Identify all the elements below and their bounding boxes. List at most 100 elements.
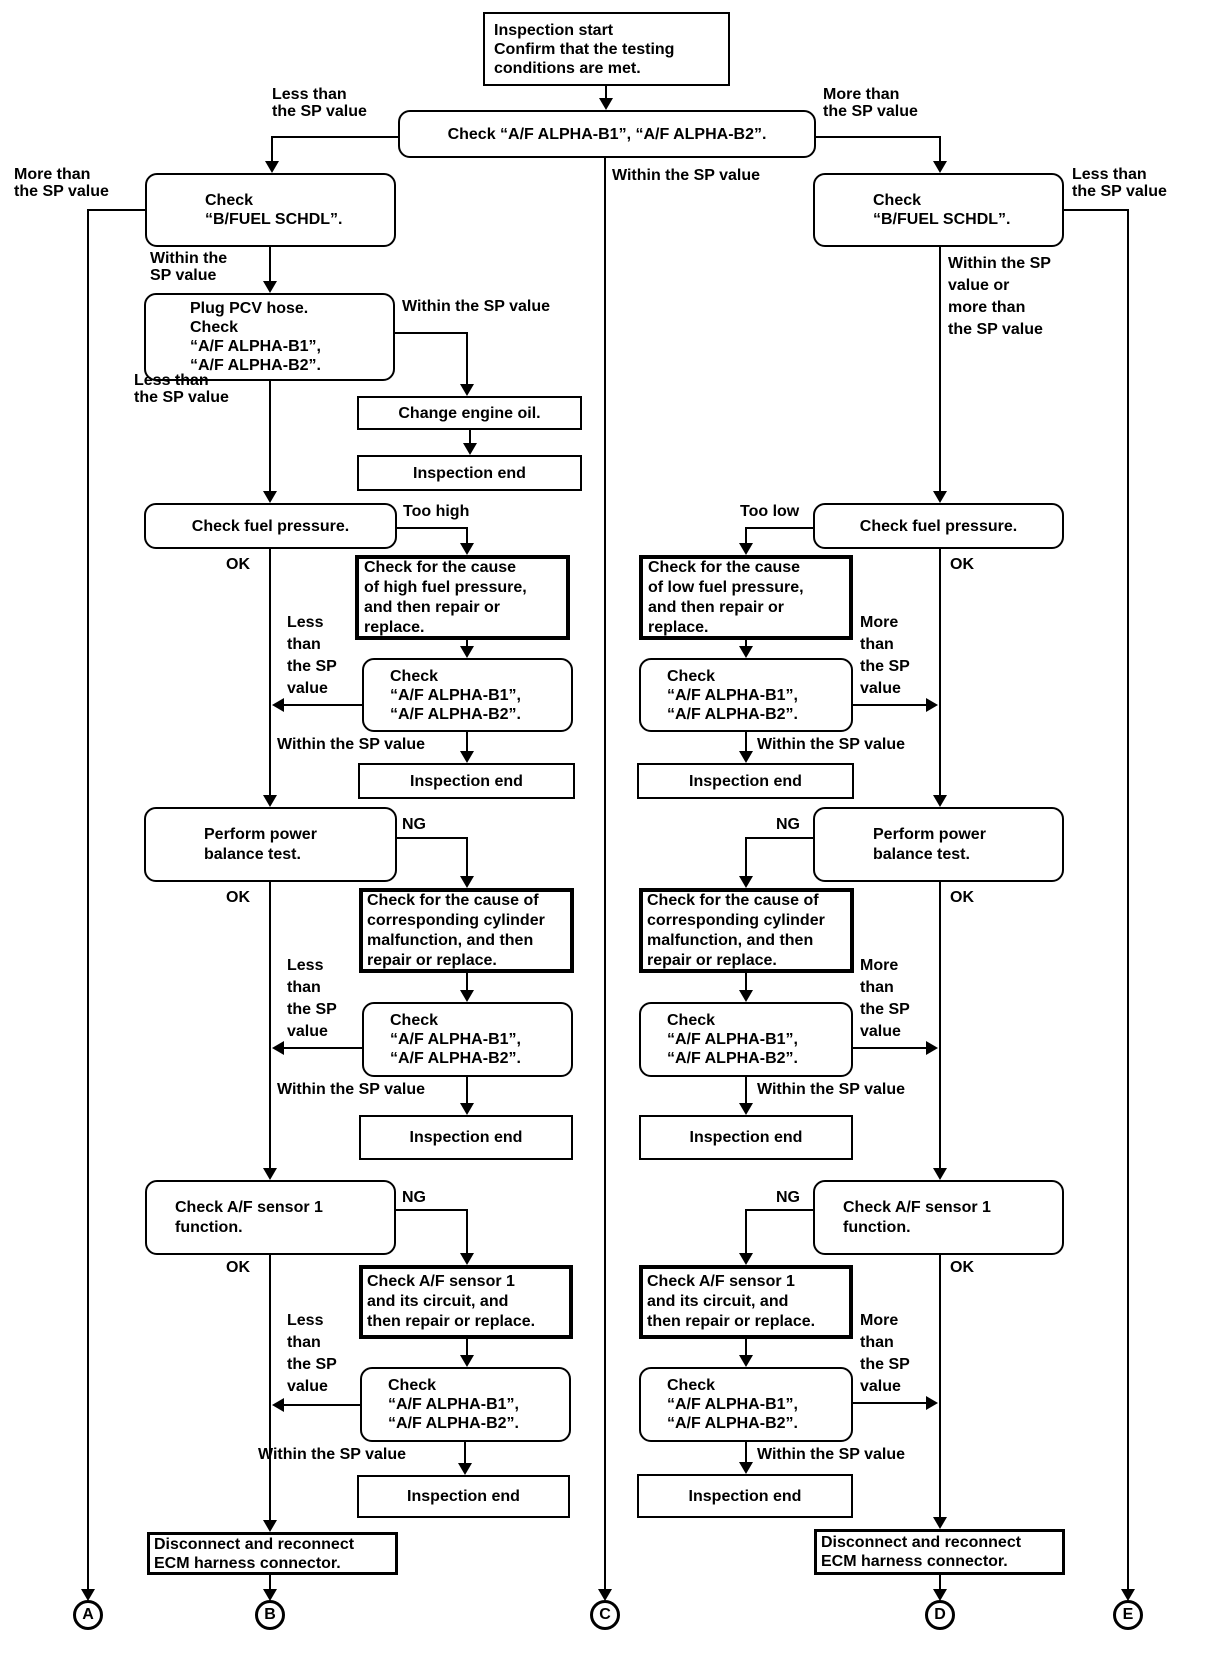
arrow-down-icon: [263, 1589, 277, 1601]
label-within-sp-power-right: Within the SP value: [757, 1081, 906, 1098]
connector-line: [853, 704, 928, 706]
connector-line: [466, 332, 468, 384]
connector-line: [271, 136, 273, 163]
node-check-fuel-pressure-left: Check fuel pressure.: [144, 503, 397, 549]
text-line: Check: [388, 1377, 437, 1394]
text-line: Perform power: [204, 825, 317, 843]
node-inspection-end-left-4: Inspection end: [357, 1475, 570, 1518]
connector-line: [745, 837, 747, 876]
arrow-right-icon: [926, 1396, 938, 1410]
label-within-center: Within the SP value: [612, 167, 761, 184]
label-within-right-of-pcv: Within the SP value: [402, 298, 551, 315]
text-line: malfunction, and then: [647, 931, 814, 949]
label-within-sp-fuel-left: Within the SP value: [277, 736, 426, 753]
node-disconnect-ecm-left: Disconnect and reconnect ECM harness con…: [147, 1532, 398, 1575]
label-ok-power-right: OK: [950, 889, 974, 906]
node-sensor-circuit-left: Check A/F sensor 1 and its circuit, and …: [359, 1265, 573, 1339]
terminal-a: A: [73, 1600, 103, 1630]
text-line: function.: [175, 1218, 243, 1236]
connector-line: [269, 882, 271, 1168]
text-line: ECM harness connector.: [154, 1554, 341, 1572]
connector-line: [284, 1404, 360, 1406]
node-check-af-alpha-left-2: Check “A/F ALPHA-B1”, “A/F ALPHA-B2”.: [362, 1002, 573, 1077]
arrow-down-icon: [739, 876, 753, 888]
text-line: Disconnect and reconnect: [154, 1535, 355, 1553]
text-line: malfunction, and then: [367, 931, 534, 949]
text-line: corresponding cylinder: [647, 911, 825, 929]
text-line: repair or replace.: [367, 951, 497, 969]
connector-line: [284, 704, 362, 706]
connector-line: [466, 527, 468, 543]
arrow-down-icon: [265, 161, 279, 173]
text-line: Check: [667, 1377, 716, 1394]
connector-line: [745, 640, 747, 646]
terminal-c: C: [590, 1600, 620, 1630]
connector-line: [745, 527, 747, 543]
text-line: Check fuel pressure.: [859, 517, 1018, 535]
text-line: Check: [390, 1012, 439, 1029]
connector-line: [605, 86, 607, 100]
node-check-fuel-pressure-right: Check fuel pressure.: [813, 503, 1064, 549]
node-cause-cylinder-right: Check for the cause of corresponding cyl…: [639, 888, 854, 973]
text-line: Inspection end: [689, 1129, 803, 1146]
connector-line: [469, 430, 471, 443]
text-line: Inspection end: [407, 1488, 520, 1505]
connector-line: [939, 1575, 941, 1589]
connector-line: [466, 1339, 468, 1355]
node-cause-low-fuel-pressure: Check for the cause of low fuel pressure…: [639, 555, 853, 640]
connector-line: [466, 837, 468, 876]
connector-line: [396, 527, 468, 529]
text-line: function.: [843, 1218, 911, 1236]
text-line: and then repair or: [648, 598, 785, 616]
text-line: repair or replace.: [647, 951, 777, 969]
node-inspection-end-right-3: Inspection end: [637, 1474, 853, 1518]
arrow-down-icon: [933, 491, 947, 503]
arrow-down-icon: [463, 443, 477, 455]
label-ng-sensor-left: NG: [402, 1189, 426, 1206]
node-inspection-end-left-1: Inspection end: [357, 455, 582, 491]
arrow-down-icon: [739, 990, 753, 1002]
node-check-af-alpha-left-3: Check “A/F ALPHA-B1”, “A/F ALPHA-B2”.: [360, 1367, 571, 1442]
node-plug-pcv-check: Plug PCV hose. Check “A/F ALPHA-B1”, “A/…: [144, 293, 395, 381]
arrow-down-icon: [460, 876, 474, 888]
text-line: “A/F ALPHA-B2”.: [190, 357, 321, 374]
text-line: Inspection end: [689, 772, 802, 790]
terminal-d: D: [925, 1600, 955, 1630]
arrow-left-icon: [272, 1041, 284, 1055]
arrow-down-icon: [933, 795, 947, 807]
connector-line: [284, 1047, 362, 1049]
arrow-down-icon: [933, 1589, 947, 1601]
text-line: and its circuit, and: [367, 1293, 509, 1310]
text-line: Check: [667, 1012, 716, 1029]
connector-line: [745, 1077, 747, 1103]
arrow-down-icon: [598, 1589, 612, 1601]
connector-line: [87, 209, 89, 1589]
node-power-balance-left: Perform power balance test.: [144, 807, 397, 882]
node-inspection-end-right-1: Inspection end: [637, 763, 854, 799]
arrow-down-icon: [263, 1520, 277, 1532]
arrow-down-icon: [739, 646, 753, 658]
label-within-sp-sensor-right: Within the SP value: [757, 1446, 906, 1463]
connector-line: [745, 1209, 747, 1253]
text-line: Check A/F sensor 1: [843, 1198, 991, 1216]
connector-line: [269, 549, 271, 795]
arrow-down-icon: [739, 1355, 753, 1367]
arrow-down-icon: [599, 98, 613, 110]
arrow-down-icon: [460, 990, 474, 1002]
connector-line: [939, 1255, 941, 1517]
node-inspection-start: Inspection start Confirm that the testin…: [483, 12, 730, 86]
text-line: Plug PCV hose.: [190, 300, 309, 317]
node-sensor-function-left: Check A/F sensor 1 function.: [145, 1180, 396, 1255]
arrow-down-icon: [263, 1168, 277, 1180]
node-disconnect-ecm-right: Disconnect and reconnect ECM harness con…: [814, 1529, 1065, 1575]
text-line: “A/F ALPHA-B1”,: [388, 1396, 519, 1413]
text-line: Check A/F sensor 1: [367, 1273, 515, 1290]
